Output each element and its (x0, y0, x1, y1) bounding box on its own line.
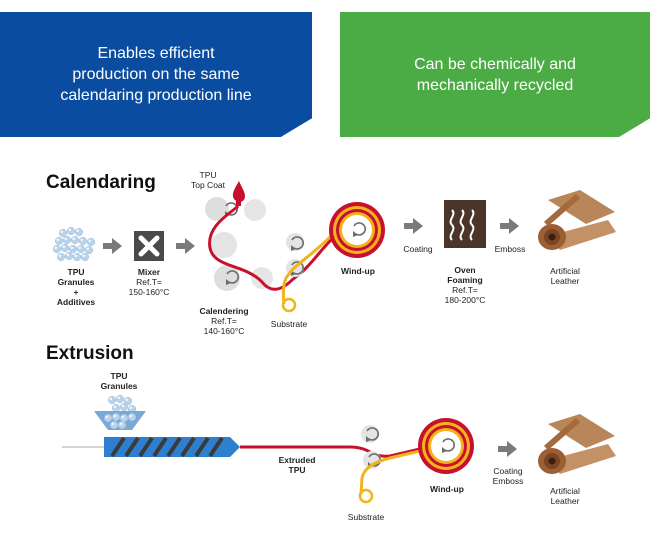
banner-efficient-production: Enables efficient production on the same… (0, 12, 312, 137)
calendering-artificial-leather-icon (538, 190, 616, 250)
oven-foaming-label: Oven Foaming Ref.T= 180-200°C (444, 265, 486, 305)
extrusion-substrate-line (359, 449, 421, 495)
extruded-tpu-label: Extruded TPU (278, 455, 316, 475)
arrow-to-leather-icon (500, 218, 519, 234)
extrusion-guide-rollers-icon (361, 425, 382, 469)
tpu-granules-pile-icon (52, 226, 96, 262)
banner-left-line-2: production on the same (72, 66, 240, 83)
oven-icon (444, 200, 486, 248)
extruded-film-line (240, 445, 421, 458)
calendaring-artificial-leather-label: Artificial Leather (550, 266, 580, 286)
calendering-windup-roll-icon (329, 202, 385, 258)
banner-left-line-1: Enables efficient (97, 45, 215, 62)
mixer-icon (134, 231, 164, 261)
extrusion-artificial-leather-label: Artificial Leather (550, 486, 580, 506)
arrow-to-oven-icon (404, 218, 423, 234)
extrusion-windup-label: Wind-up (430, 484, 464, 494)
calendering-film-line (208, 204, 337, 291)
calendaring-tpu-granules-label: TPU Granules + Additives (56, 267, 96, 307)
emboss-label: Emboss (494, 244, 526, 254)
banner-recyclable: Can be chemically and mechanically recyc… (340, 12, 650, 137)
calendaring-title: Calendaring (46, 172, 156, 193)
calendaring-windup-label: Wind-up (341, 266, 375, 276)
arrow-to-calender-icon (176, 238, 195, 254)
extrusion-substrate-label: Substrate (347, 512, 385, 522)
extrusion-substrate-roll-icon (358, 488, 374, 504)
arrow-to-mixer-icon (103, 238, 122, 254)
calender-rollers-icon (205, 197, 273, 291)
top-coat-drop-icon (232, 181, 245, 206)
extrusion-artificial-leather-icon (538, 414, 616, 474)
substrate-roll-icon (281, 297, 297, 313)
coating-emboss-label: Coating Emboss (492, 466, 524, 486)
mixer-label: Mixer Ref.T= 150-160°C (128, 267, 170, 297)
coating-label: Coating (403, 244, 433, 254)
banner-right-line-2: mechanically recycled (416, 76, 574, 94)
extrusion-tpu-granules-label: TPU Granules (100, 371, 138, 391)
extrusion-arrow-to-leather-icon (498, 441, 517, 457)
calendering-label: Calendering Ref.T= 140-160°C (199, 306, 249, 336)
calendaring-substrate-label: Substrate (270, 319, 308, 329)
extrusion-granules-icon (107, 394, 137, 414)
extruder-screw-icon (104, 436, 240, 458)
banner-left-line-3: calendaring production line (60, 87, 252, 104)
guide-rollers-icon (286, 233, 305, 277)
banner-right-line-1: Can be chemically and (414, 55, 576, 73)
calendering-substrate-line (281, 230, 337, 305)
top-coat-label: TPU Top Coat (190, 170, 226, 190)
extrusion-title: Extrusion (46, 343, 134, 364)
extrusion-windup-roll-icon (418, 418, 474, 474)
